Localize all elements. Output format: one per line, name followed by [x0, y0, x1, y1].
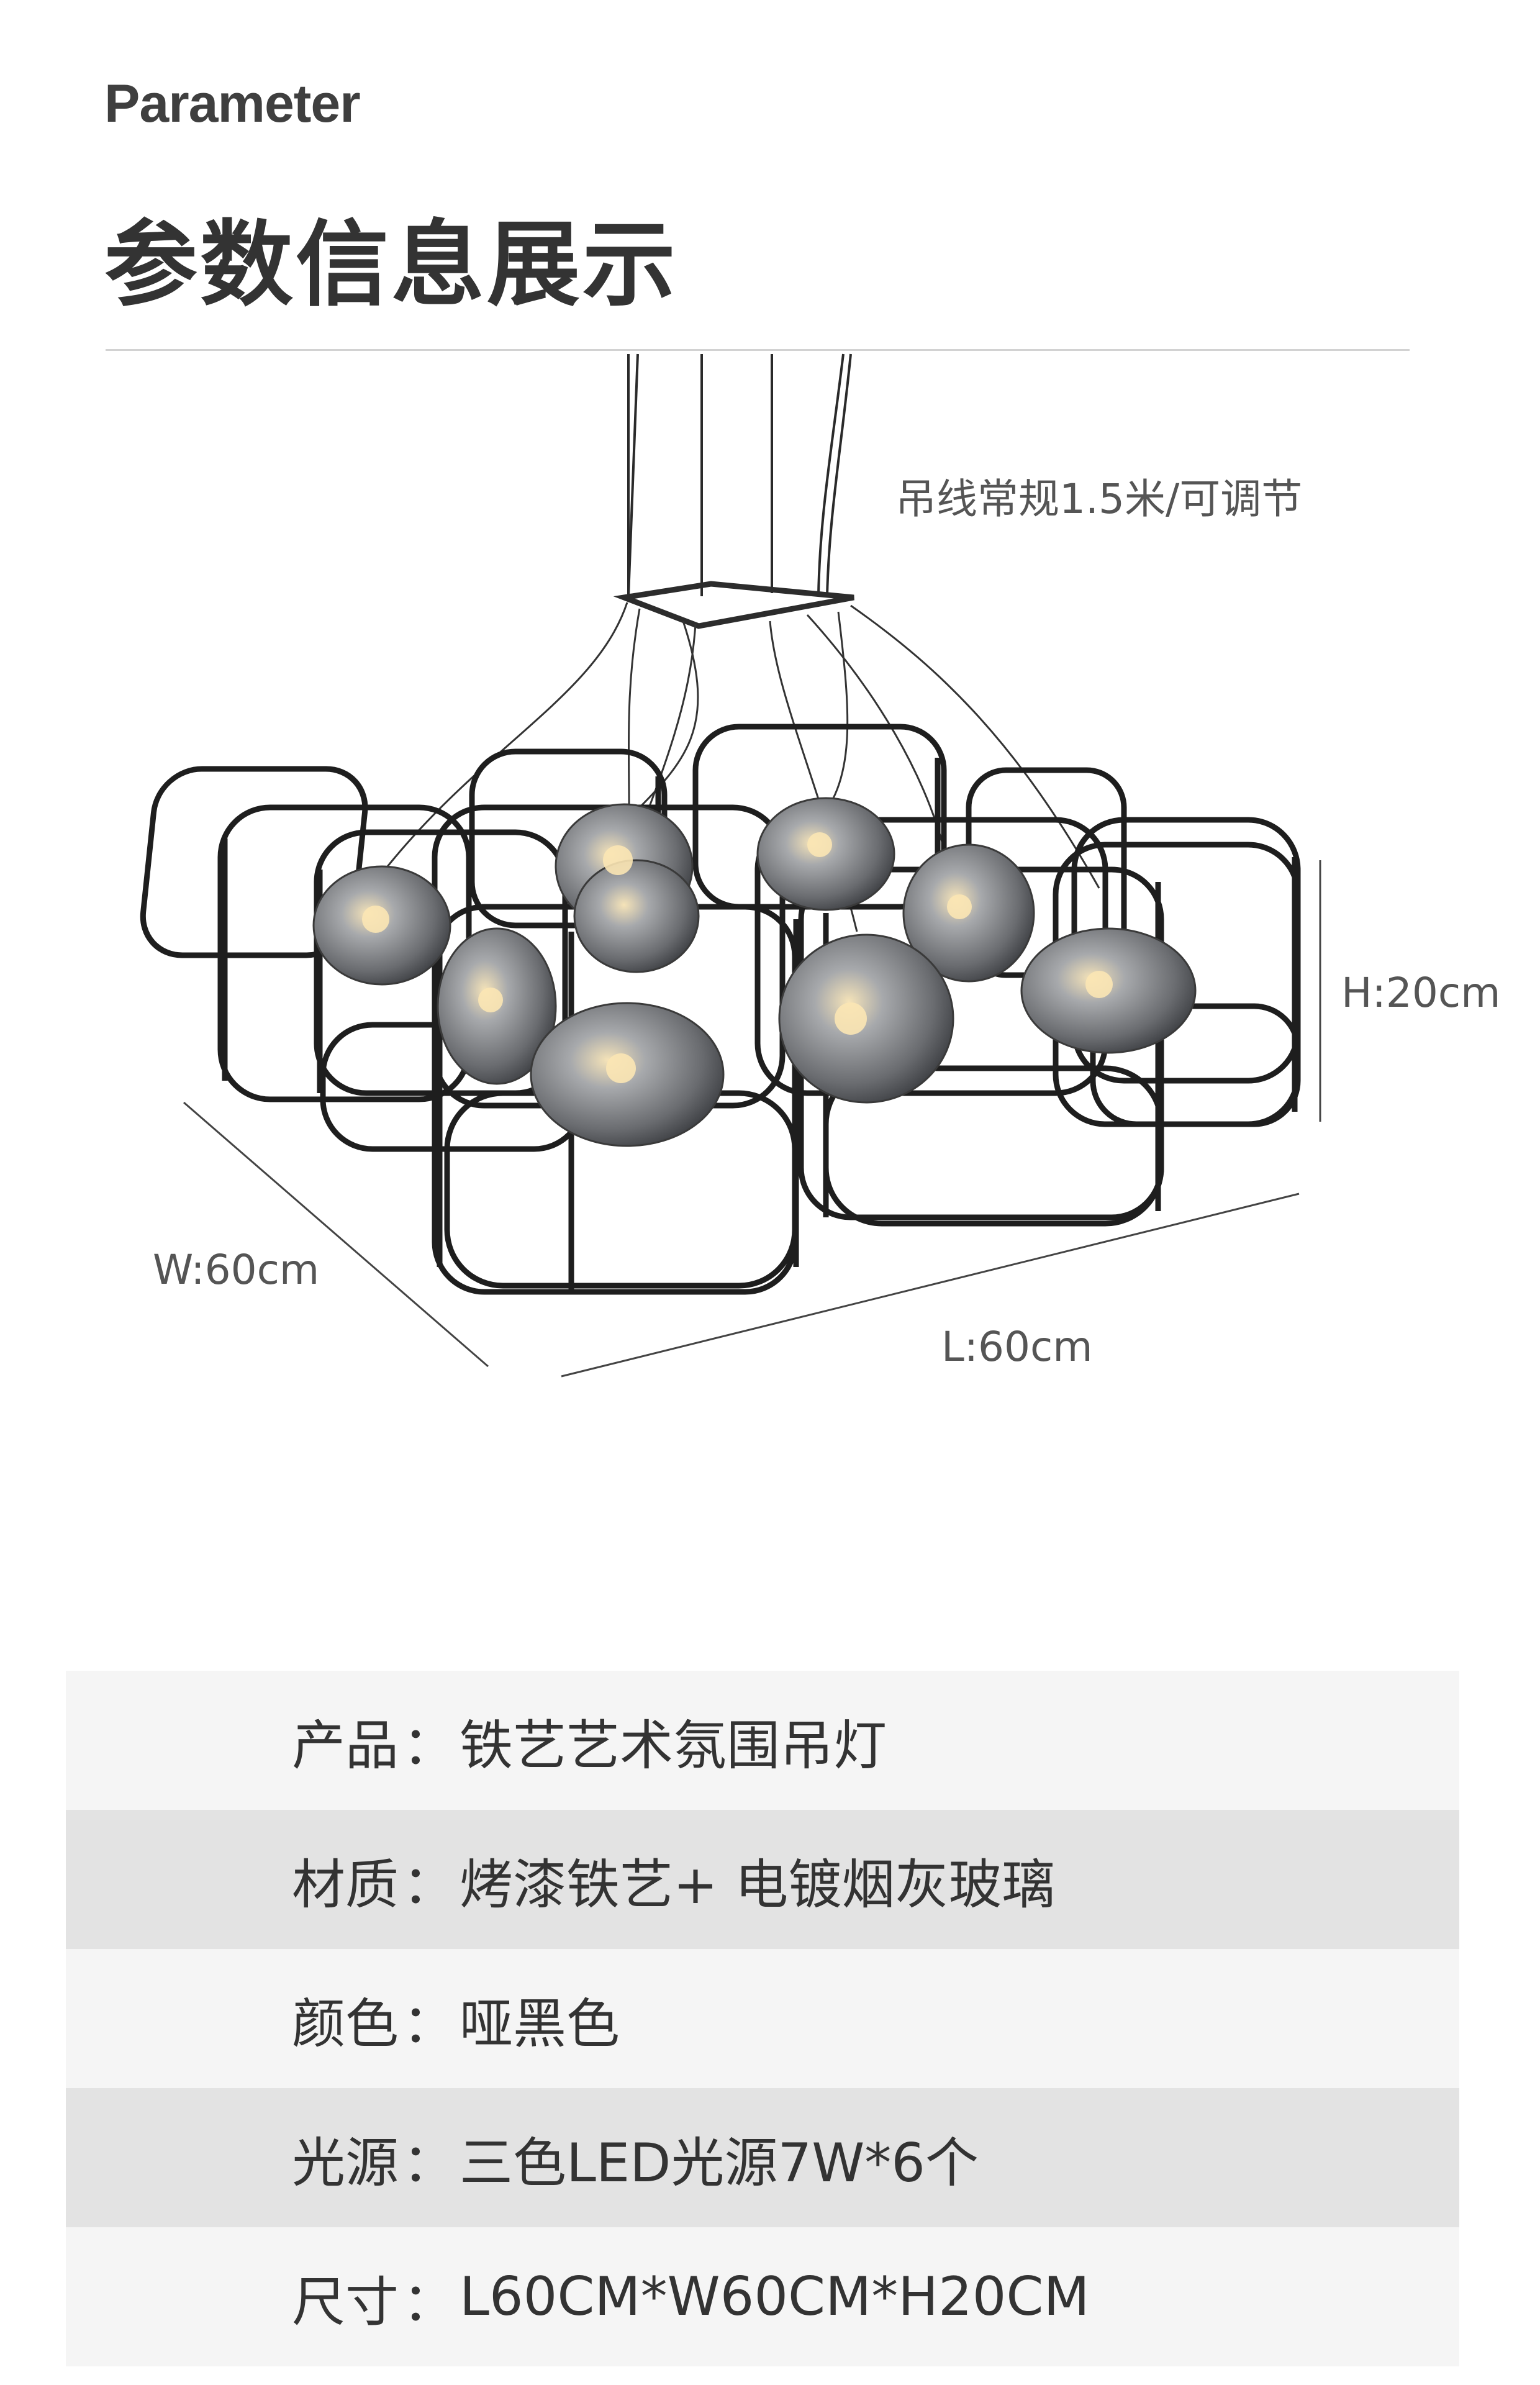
- spec-label: 颜色: [292, 1992, 399, 2055]
- suspension-cables: [627, 353, 852, 597]
- header-divider: [106, 349, 1410, 351]
- spec-table: 产品：铁艺艺术氛围吊灯 材质：烤漆铁艺+ 电镀烟灰玻璃 颜色：哑黑色 光源：三色…: [66, 1671, 1459, 2366]
- page-title: 参数信息展示: [104, 211, 679, 319]
- height-dimension-label: H:20cm: [1341, 969, 1501, 1017]
- spec-label: 光源: [292, 2132, 399, 2194]
- canopy-frame: [613, 581, 854, 629]
- spec-value: 三色LED光源7W*6个: [460, 2132, 979, 2194]
- page-subtitle: Parameter: [104, 74, 361, 134]
- cable-length-note: 吊线常规1.5米/可调节: [895, 475, 1303, 523]
- spec-row-size: 尺寸：L60CM*W60CM*H20CM: [66, 2227, 1459, 2366]
- spec-row-material: 材质：烤漆铁艺+ 电镀烟灰玻璃: [66, 1810, 1459, 1949]
- spec-label: 尺寸: [292, 2271, 399, 2333]
- spec-value: 烤漆铁艺+ 电镀烟灰玻璃: [460, 1853, 1056, 1916]
- spec-value: 哑黑色: [460, 1992, 620, 2055]
- light-glow: [362, 832, 1113, 1083]
- spec-row-light-source: 光源：三色LED光源7W*6个: [66, 2088, 1459, 2227]
- pendant-lamp-illustration: [140, 353, 1321, 1378]
- spec-label: 材质: [292, 1853, 399, 1916]
- length-dimension-label: L:60cm: [941, 1323, 1093, 1371]
- spec-value: L60CM*W60CM*H20CM: [460, 2266, 1090, 2328]
- dimension-lines: [183, 860, 1321, 1378]
- product-dimension-diagram: 吊线常规1.5米/可调节 H:20cm W:60cm L:60cm: [0, 348, 1540, 1528]
- spec-row-color: 颜色：哑黑色: [66, 1949, 1459, 2088]
- spec-label: 产品: [292, 1714, 399, 1777]
- spec-value: 铁艺艺术氛围吊灯: [460, 1714, 887, 1777]
- width-dimension-label: W:60cm: [153, 1246, 320, 1294]
- spec-row-product: 产品：铁艺艺术氛围吊灯: [66, 1671, 1459, 1810]
